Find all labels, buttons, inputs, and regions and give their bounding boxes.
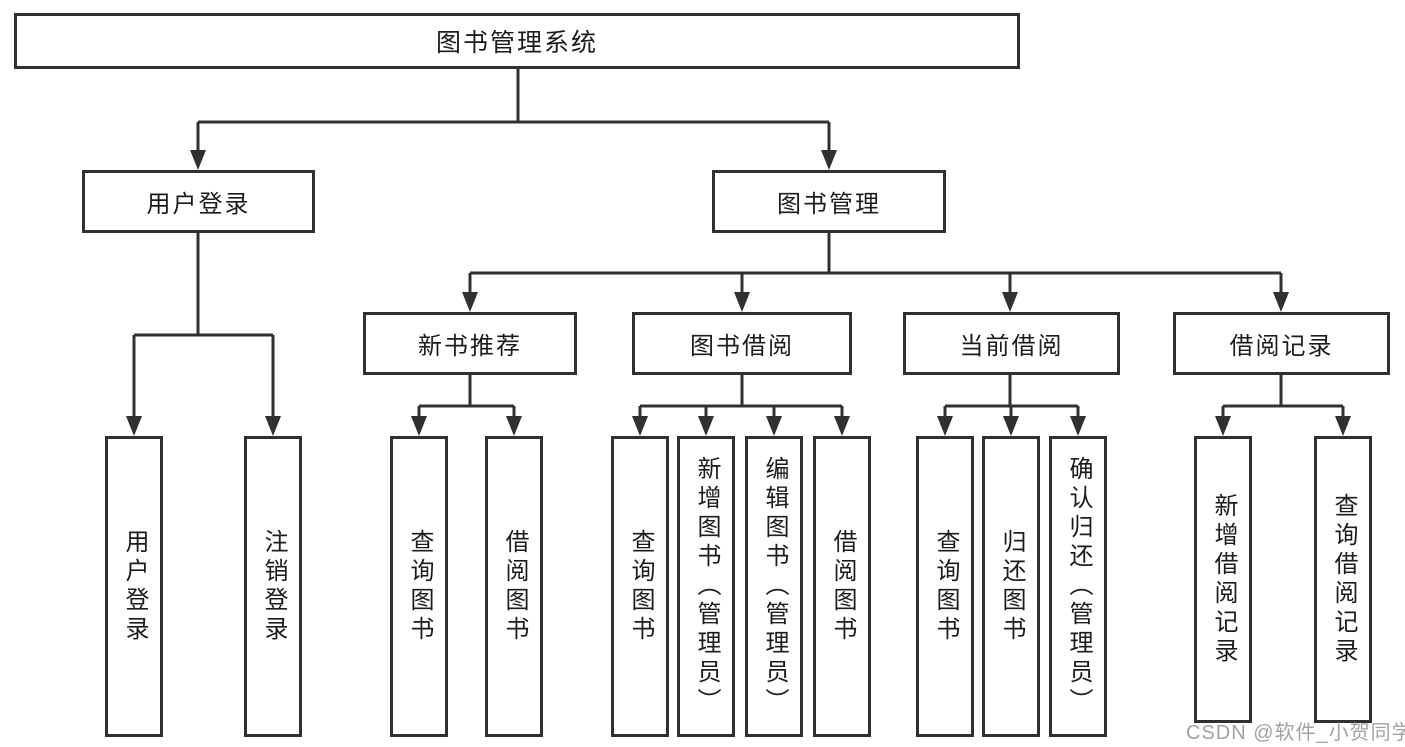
node-book-mgmt-label: 图书管理 — [777, 191, 881, 218]
leaf-query-books-borrow-label: 查询图书 — [627, 528, 654, 645]
leaf-confirm-return-admin-label: 确认归还（管理员） — [1065, 456, 1092, 717]
node-current-borrow-label: 当前借阅 — [959, 333, 1064, 360]
leaf-borrow-books-label: 借阅图书 — [829, 528, 856, 645]
node-borrow-records: 借阅记录 — [1173, 312, 1390, 375]
leaf-query-borrow-record-label: 查询借阅记录 — [1330, 492, 1357, 667]
node-current-borrow: 当前借阅 — [903, 312, 1120, 375]
connector-book-mgmt-to-level3 — [468, 233, 1283, 294]
watermark: CSDN @软件_小贺同学 — [1186, 722, 1405, 744]
leaf-edit-book-admin-label: 编辑图书（管理员） — [761, 456, 788, 717]
connector-borrow-record-children — [1221, 375, 1345, 418]
connector-current-borrow-children — [943, 375, 1080, 418]
connector-user-login-children — [132, 233, 275, 418]
node-user-login: 用户登录 — [82, 170, 315, 233]
node-borrow-records-label: 借阅记录 — [1229, 333, 1334, 360]
arrowheads-user-login-children — [126, 416, 281, 436]
node-book-borrow-label: 图书借阅 — [690, 333, 794, 360]
leaf-return-book-label: 归还图书 — [998, 528, 1025, 645]
node-root: 图书管理系统 — [14, 13, 1020, 69]
leaf-user-login: 用户登录 — [105, 436, 163, 737]
leaf-logout-label: 注销登录 — [260, 528, 287, 645]
leaf-add-borrow-record-label: 新增借阅记录 — [1210, 492, 1237, 667]
leaf-query-borrow-record: 查询借阅记录 — [1314, 436, 1372, 723]
leaf-query-books-recommend: 查询图书 — [390, 436, 448, 737]
leaf-borrow-books: 借阅图书 — [813, 436, 871, 737]
leaf-logout: 注销登录 — [244, 436, 302, 737]
leaf-add-book-admin: 新增图书（管理员） — [677, 436, 735, 737]
leaf-borrow-books-recommend: 借阅图书 — [485, 436, 543, 737]
arrowheads-level2 — [190, 150, 837, 170]
leaf-query-books-borrow: 查询图书 — [611, 436, 669, 737]
node-new-book-recommend: 新书推荐 — [363, 312, 577, 375]
leaf-user-login-label: 用户登录 — [121, 528, 148, 645]
node-book-mgmt: 图书管理 — [712, 170, 946, 233]
leaf-confirm-return-admin: 确认归还（管理员） — [1049, 436, 1107, 737]
node-root-label: 图书管理系统 — [435, 29, 598, 57]
connector-book-borrow-children — [638, 375, 844, 418]
leaf-add-book-admin-label: 新增图书（管理员） — [693, 456, 720, 717]
leaf-query-books-recommend-label: 查询图书 — [406, 528, 433, 645]
node-new-book-recommend-label: 新书推荐 — [418, 333, 522, 360]
leaf-add-borrow-record: 新增借阅记录 — [1194, 436, 1252, 723]
node-user-login-label: 用户登录 — [146, 191, 251, 218]
connector-new-book-children — [417, 375, 516, 418]
arrowheads-level3 — [462, 292, 1289, 312]
arrowheads-leaf-row — [411, 416, 1351, 436]
leaf-return-book: 归还图书 — [982, 436, 1040, 737]
leaf-borrow-books-recommend-label: 借阅图书 — [501, 528, 528, 645]
node-book-borrow: 图书借阅 — [632, 312, 852, 375]
leaf-edit-book-admin: 编辑图书（管理员） — [745, 436, 803, 737]
leaf-query-books-current-label: 查询图书 — [932, 528, 959, 645]
connector-root-to-level2 — [196, 69, 831, 152]
leaf-query-books-current: 查询图书 — [916, 436, 974, 737]
